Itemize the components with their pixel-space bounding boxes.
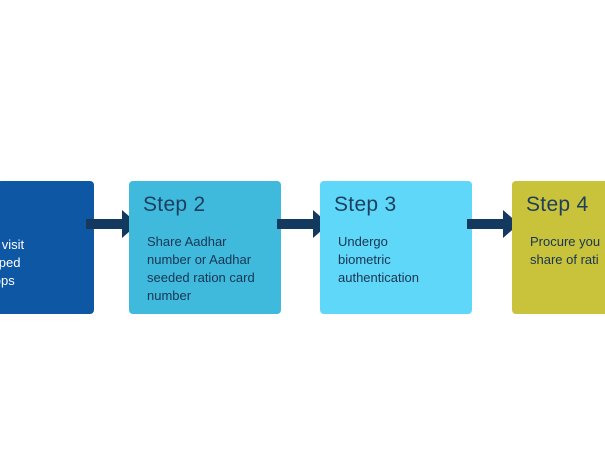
step-2-description: Share Aadhar number or Aadhar seeded rat… bbox=[147, 233, 255, 305]
step-4-title: Step 4 bbox=[526, 193, 589, 216]
step-1-description: duals visit equipped n Shops bbox=[0, 236, 24, 290]
step-2-line-3: seeded ration card bbox=[147, 270, 255, 285]
step-2-line-4: number bbox=[147, 288, 192, 303]
step-1-box: p 1 duals visit equipped n Shops bbox=[0, 181, 94, 314]
step-1-line-2: equipped bbox=[0, 255, 21, 270]
step-4-description: Procure you share of rati bbox=[530, 233, 600, 269]
step-3-title: Step 3 bbox=[334, 193, 397, 216]
step-2-line-2: number or Aadhar bbox=[147, 252, 252, 267]
step-2-title: Step 2 bbox=[143, 193, 206, 216]
step-3-description: Undergo biometric authentication bbox=[338, 233, 419, 287]
step-3-line-2: biometric bbox=[338, 252, 391, 267]
arrow-right-icon bbox=[277, 209, 329, 239]
step-4-line-1: Procure you bbox=[530, 234, 601, 249]
arrow-right-icon bbox=[86, 209, 138, 239]
step-2-line-1: Share Aadhar bbox=[147, 234, 227, 249]
step-1-line-1: duals visit bbox=[0, 237, 25, 252]
step-1-line-3: n Shops bbox=[0, 273, 15, 288]
step-3-line-3: authentication bbox=[338, 270, 419, 285]
step-4-line-2: share of rati bbox=[530, 252, 599, 267]
step-3-line-1: Undergo bbox=[338, 234, 388, 249]
step-3-box: Step 3 Undergo biometric authentication bbox=[320, 181, 472, 314]
step-4-box: Step 4 Procure you share of rati bbox=[512, 181, 605, 314]
step-2-box: Step 2 Share Aadhar number or Aadhar see… bbox=[129, 181, 281, 314]
arrow-right-icon bbox=[467, 209, 519, 239]
